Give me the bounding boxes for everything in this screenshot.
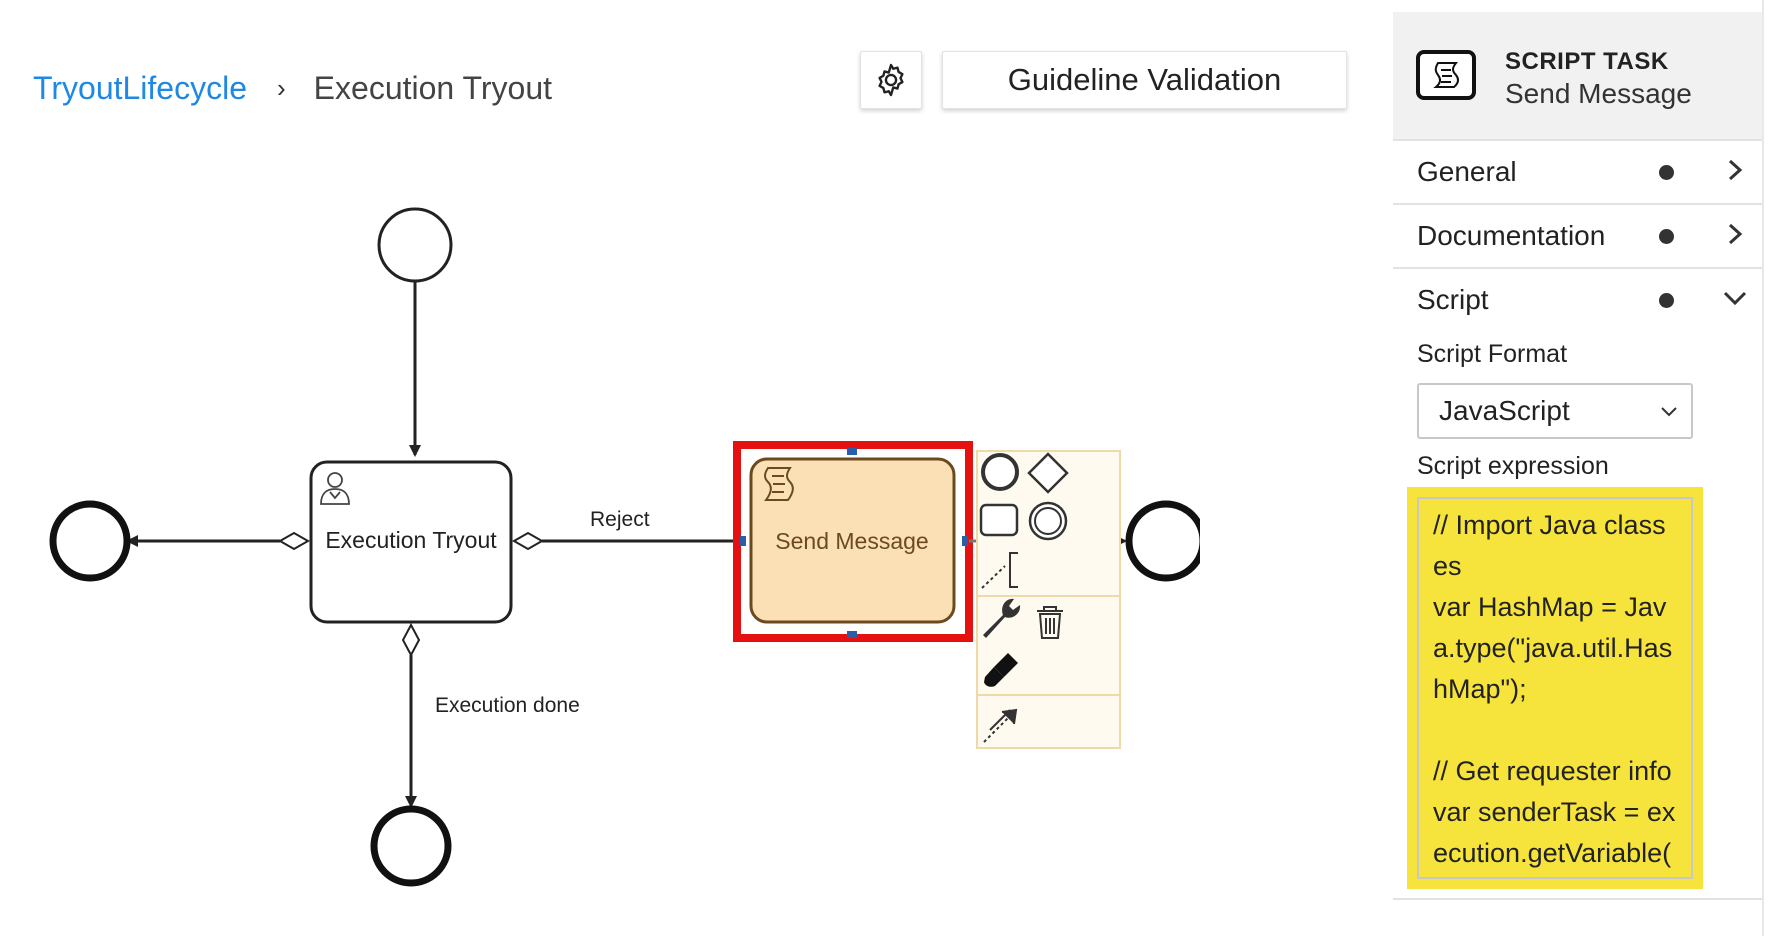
group-label: Script <box>1417 284 1489 315</box>
intermediate-event-icon[interactable] <box>1028 501 1068 541</box>
task-execution-tryout[interactable]: Execution Tryout <box>309 460 513 624</box>
settings-button[interactable] <box>860 51 922 109</box>
chevron-right-icon <box>1728 159 1743 181</box>
trash-icon[interactable] <box>1037 606 1063 639</box>
chevron-down-icon <box>1723 291 1747 306</box>
group-label: General <box>1417 156 1517 187</box>
context-pad <box>976 450 1121 749</box>
paint-brush-icon[interactable] <box>984 653 1018 687</box>
flow-label-execution-done: Execution done <box>435 694 580 717</box>
task-send-message[interactable]: Send Message <box>749 457 956 624</box>
end-event-left[interactable] <box>49 500 131 582</box>
script-format-select[interactable]: JavaScript <box>1417 383 1693 439</box>
start-event[interactable] <box>377 207 453 283</box>
text-annotation-icon[interactable] <box>981 552 1018 589</box>
task-icon[interactable] <box>979 503 1019 537</box>
breadcrumb-parent-link[interactable]: TryoutLifecycle <box>33 70 247 106</box>
element-name-label: Send Message <box>1505 78 1692 109</box>
group-status-dot <box>1659 292 1674 308</box>
group-label: Documentation <box>1417 220 1606 251</box>
conditional-marker-done <box>401 622 421 658</box>
script-format-value: JavaScript <box>1439 395 1570 426</box>
group-status-dot <box>1659 228 1674 244</box>
script-format-label: Script Format <box>1417 340 1568 368</box>
script-icon <box>764 467 794 501</box>
element-type-label: SCRIPT TASK <box>1505 48 1669 75</box>
resize-handle[interactable] <box>740 536 746 546</box>
guideline-validation-button[interactable]: Guideline Validation <box>942 51 1347 109</box>
end-event-bottom[interactable] <box>370 805 452 887</box>
start-event-icon[interactable] <box>981 453 1019 491</box>
script-icon <box>1416 50 1476 100</box>
breadcrumb: TryoutLifecycle › Execution Tryout <box>33 70 552 107</box>
script-expression-textarea[interactable]: // Import Java classes var HashMap = Jav… <box>1417 497 1693 879</box>
panel-scrollbar-track[interactable] <box>1762 0 1764 936</box>
properties-panel: SCRIPT TASK Send Message General Documen… <box>1393 12 1763 902</box>
end-event-right[interactable] <box>1125 500 1200 582</box>
task-label-send-message: Send Message <box>775 528 928 554</box>
flow-label-reject: Reject <box>590 508 650 531</box>
resize-handle[interactable] <box>847 448 857 455</box>
breadcrumb-separator: › <box>277 73 286 103</box>
conditional-marker-left <box>277 531 311 551</box>
panel-header: SCRIPT TASK Send Message <box>1393 12 1763 139</box>
group-script[interactable]: Script <box>1393 267 1763 331</box>
wrench-icon[interactable] <box>983 598 1021 638</box>
gateway-icon[interactable] <box>1027 452 1069 494</box>
group-general[interactable]: General <box>1393 139 1763 203</box>
connect-arrow-icon[interactable] <box>983 708 1018 743</box>
resize-handle[interactable] <box>962 536 968 546</box>
script-expression-label: Script expression <box>1417 452 1609 480</box>
conditional-marker-reject <box>511 531 545 551</box>
breadcrumb-current: Execution Tryout <box>313 70 553 106</box>
group-documentation[interactable]: Documentation <box>1393 203 1763 267</box>
group-status-dot <box>1659 164 1674 180</box>
resize-handle[interactable] <box>847 631 857 638</box>
panel-divider <box>1393 898 1763 900</box>
bpmn-canvas[interactable]: Execution Tryout Reject Execution done S… <box>0 0 1200 936</box>
gear-icon <box>878 63 904 97</box>
user-icon <box>320 472 350 505</box>
chevron-down-icon <box>1661 407 1677 417</box>
chevron-right-icon <box>1728 223 1743 245</box>
task-label-execution-tryout: Execution Tryout <box>325 527 497 553</box>
